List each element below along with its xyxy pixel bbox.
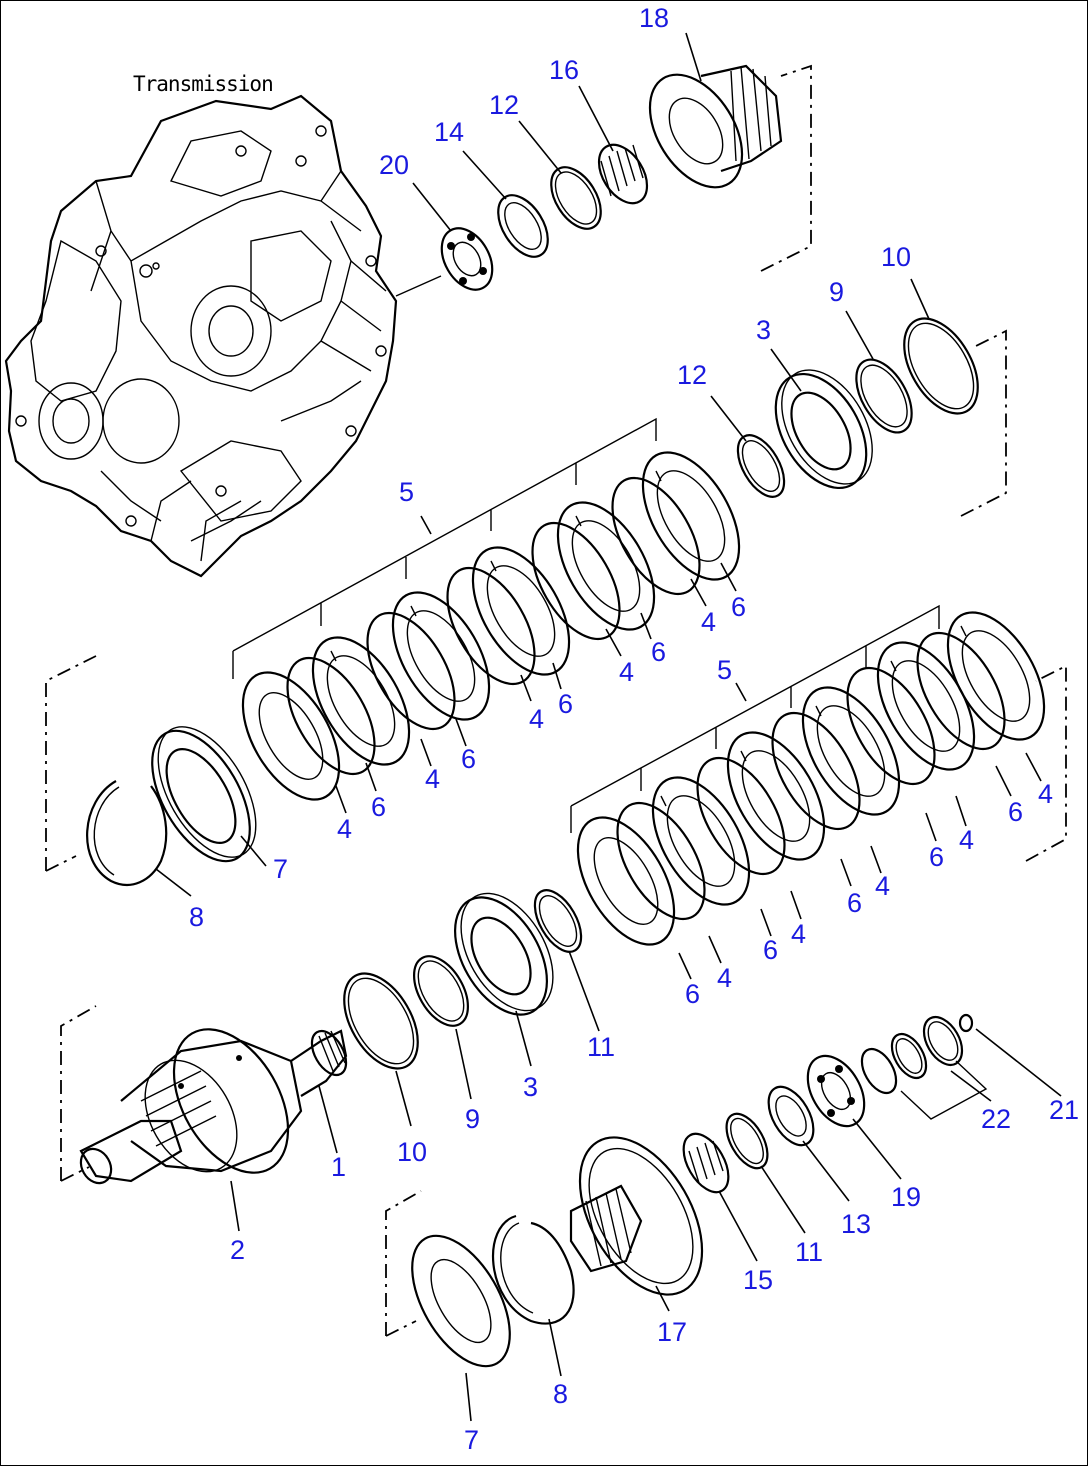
washer-14: [497, 194, 549, 258]
callout-9: 9: [465, 1104, 480, 1134]
callout-6: 6: [763, 935, 778, 965]
seal-ring-10-lower: [343, 972, 419, 1070]
callout-4: 4: [425, 764, 440, 794]
callout-21: 21: [1049, 1095, 1079, 1125]
callout-2: 2: [230, 1235, 245, 1265]
piston-3-lower: [453, 892, 554, 1016]
group-bracket-lower-right: [1025, 664, 1067, 862]
callout-6: 6: [461, 744, 476, 774]
piston-7-bottom: [411, 1234, 511, 1368]
callouts: 18 16 12 14 20 10 9 3 12 5 6 4 6 4 6 4 6…: [189, 3, 1079, 1455]
bearing-20: [440, 227, 494, 291]
needle-bearing-15: [682, 1132, 730, 1194]
clutch-pack-upper: [241, 451, 741, 801]
callout-9: 9: [829, 277, 844, 307]
washer-13: [767, 1085, 815, 1147]
group-bracket-upper-pack: [232, 417, 657, 679]
callout-4: 4: [529, 704, 544, 734]
callout-12: 12: [677, 360, 707, 390]
callout-6: 6: [929, 842, 944, 872]
gear-18: [648, 64, 783, 189]
snap-ring-12-mid: [736, 434, 786, 498]
callout-6: 6: [685, 979, 700, 1009]
callout-6: 6: [371, 792, 386, 822]
callout-6: 6: [731, 592, 746, 622]
group-bracket-bottom: [385, 1190, 422, 1336]
transmission-housing: [4, 94, 442, 578]
callout-17: 17: [657, 1317, 687, 1347]
callout-4: 4: [1038, 779, 1053, 809]
callout-5: 5: [399, 477, 414, 507]
callout-22: 22: [981, 1104, 1011, 1134]
callout-19: 19: [891, 1182, 921, 1212]
callout-8: 8: [189, 902, 204, 932]
seal-ring-9-lower: [412, 955, 470, 1027]
group-bracket-top: [760, 64, 812, 272]
callout-10: 10: [881, 242, 911, 272]
callout-4: 4: [619, 657, 634, 687]
callout-6: 6: [1008, 797, 1023, 827]
callout-6: 6: [847, 888, 862, 918]
callout-14: 14: [434, 117, 464, 147]
group-bracket-mid-right: [960, 329, 1007, 517]
leader-lines: [155, 32, 1062, 1422]
gear-17: [569, 1136, 704, 1296]
snap-ring-11-mid: [533, 889, 583, 953]
callout-15: 15: [743, 1265, 773, 1295]
seal-ring-9-upper: [855, 358, 913, 434]
group-bracket-lower-pack: [570, 604, 940, 833]
callout-7: 7: [464, 1425, 479, 1455]
callout-11: 11: [795, 1237, 823, 1267]
callout-13: 13: [841, 1209, 871, 1239]
piston-7-left: [151, 726, 257, 863]
piston-3-upper: [774, 369, 873, 490]
callout-10: 10: [397, 1137, 427, 1167]
callout-4: 4: [959, 825, 974, 855]
callout-11: 11: [587, 1032, 615, 1062]
plug-21: [958, 1013, 974, 1033]
clutch-pack-lower: [576, 611, 1046, 946]
group-bracket-shaft: [60, 1005, 97, 1181]
shaft-assembly: [79, 1028, 348, 1185]
callout-1: 1: [331, 1152, 346, 1182]
callout-4: 4: [337, 814, 352, 844]
callout-4: 4: [701, 607, 716, 637]
callout-4: 4: [717, 963, 732, 993]
callout-4: 4: [875, 871, 890, 901]
callout-3: 3: [756, 315, 771, 345]
group-bracket-left: [45, 655, 97, 871]
snap-ring-8-left: [86, 780, 168, 886]
bearing-19: [806, 1054, 866, 1128]
callout-12: 12: [489, 90, 519, 120]
needle-bearing-16: [597, 143, 649, 205]
callout-8: 8: [553, 1379, 568, 1409]
seal-ring-10-upper: [903, 317, 979, 415]
callout-5: 5: [717, 655, 732, 685]
snap-ring-8-bottom: [492, 1214, 575, 1325]
callout-16: 16: [549, 55, 579, 85]
callout-6: 6: [651, 637, 666, 667]
callout-4: 4: [791, 919, 806, 949]
callout-3: 3: [523, 1072, 538, 1102]
housing-caption: Transmission: [133, 72, 273, 96]
callout-20: 20: [379, 150, 409, 180]
callout-18: 18: [639, 3, 669, 33]
callout-6: 6: [558, 689, 573, 719]
group-bracket-22: [900, 1060, 988, 1120]
ring-pair-22: [860, 1016, 964, 1095]
callout-7: 7: [273, 854, 288, 884]
